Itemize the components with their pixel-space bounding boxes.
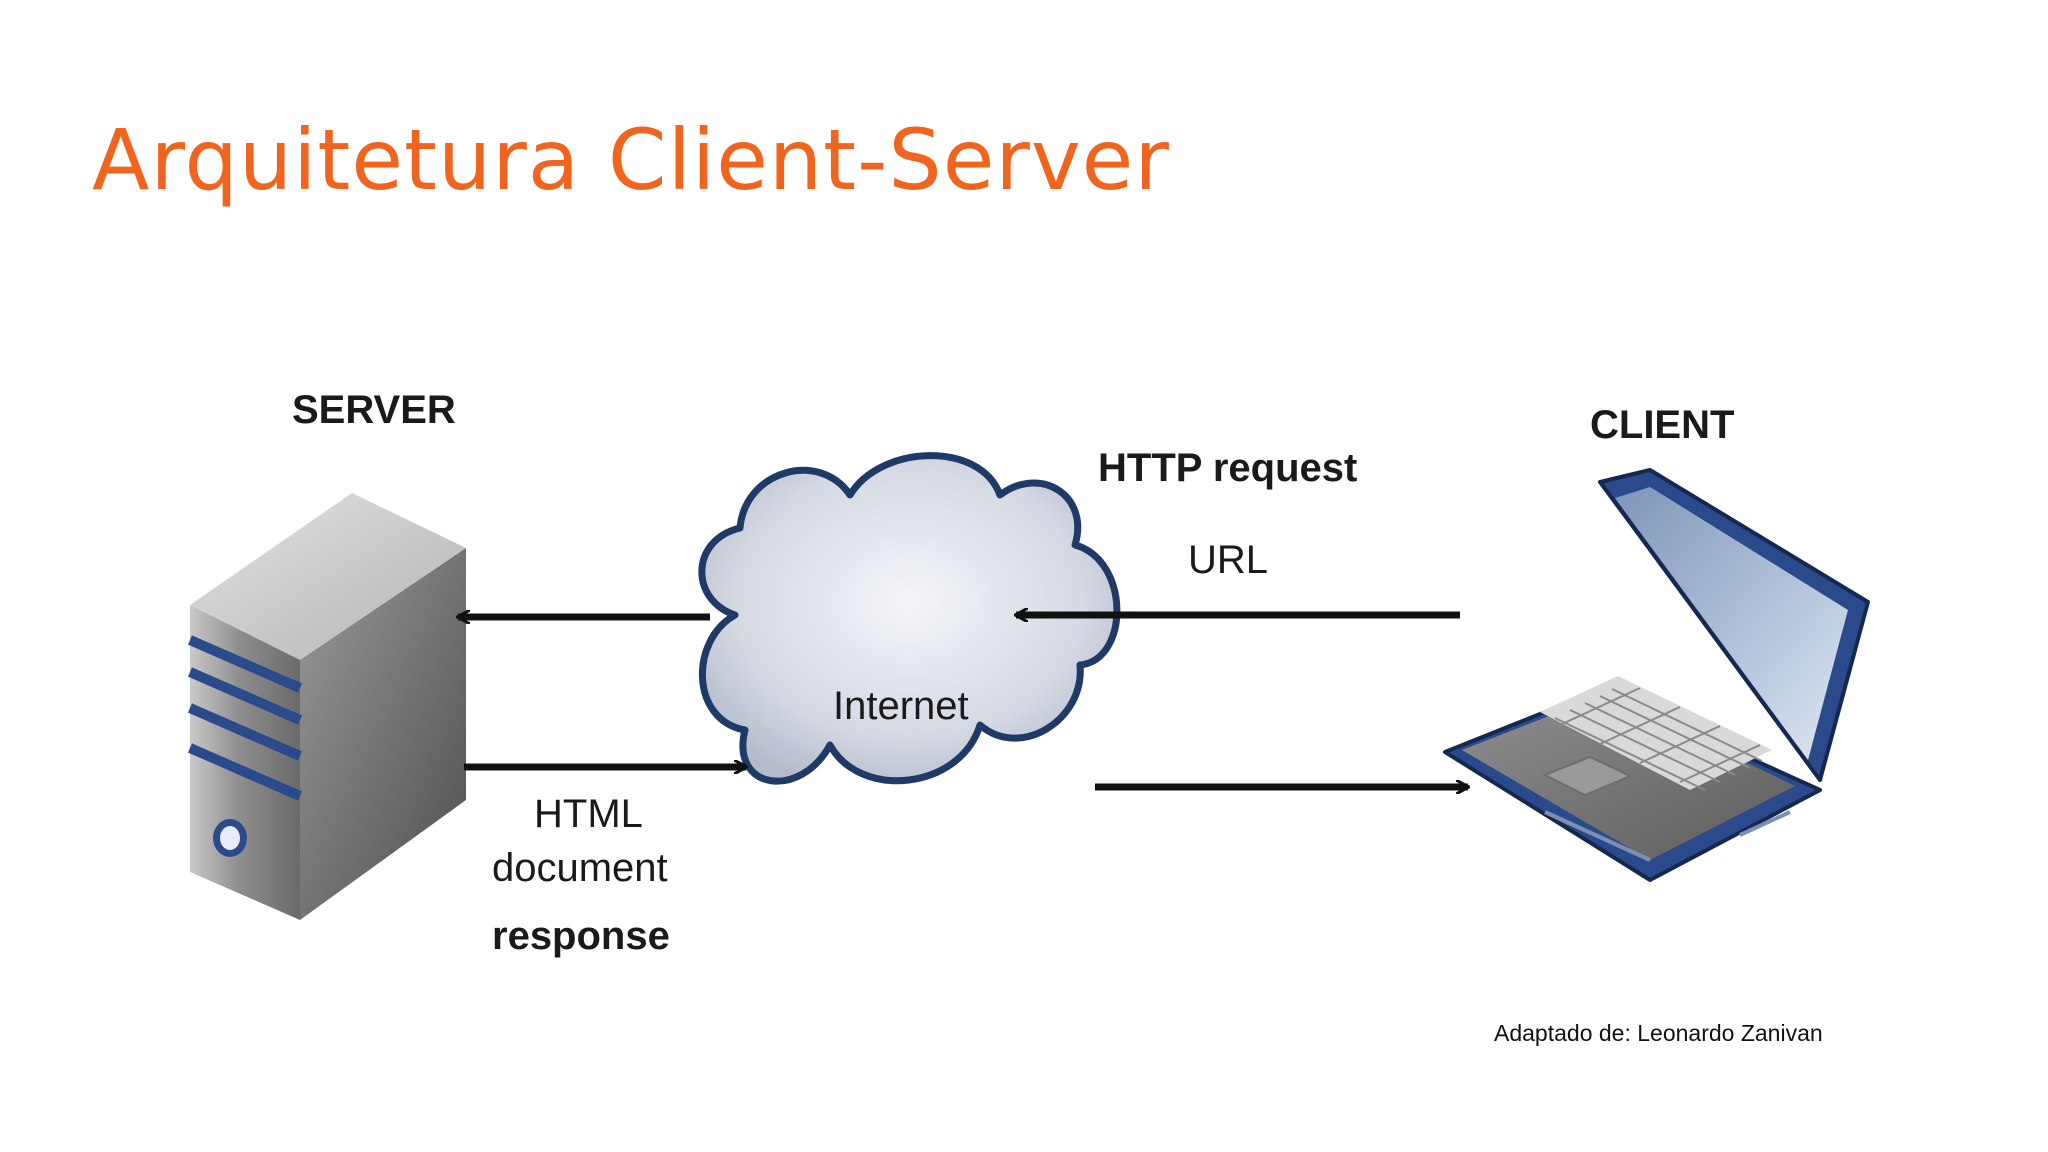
server-label: SERVER — [292, 388, 456, 432]
document-label: document — [492, 846, 668, 890]
url-label: URL — [1188, 538, 1269, 582]
response-label: response — [492, 914, 670, 958]
internet-label: Internet — [833, 684, 969, 728]
credit-text: Adaptado de: Leonardo Zanivan — [1494, 1020, 1823, 1046]
cloud-icon — [698, 452, 1121, 785]
html-label: HTML — [534, 792, 643, 836]
server-tower-icon — [188, 493, 466, 920]
laptop-icon — [1443, 468, 1870, 882]
http-request-label: HTTP request — [1098, 446, 1358, 490]
client-label: CLIENT — [1590, 403, 1735, 447]
slide-title: Arquitetura Client-Server — [92, 111, 1170, 209]
